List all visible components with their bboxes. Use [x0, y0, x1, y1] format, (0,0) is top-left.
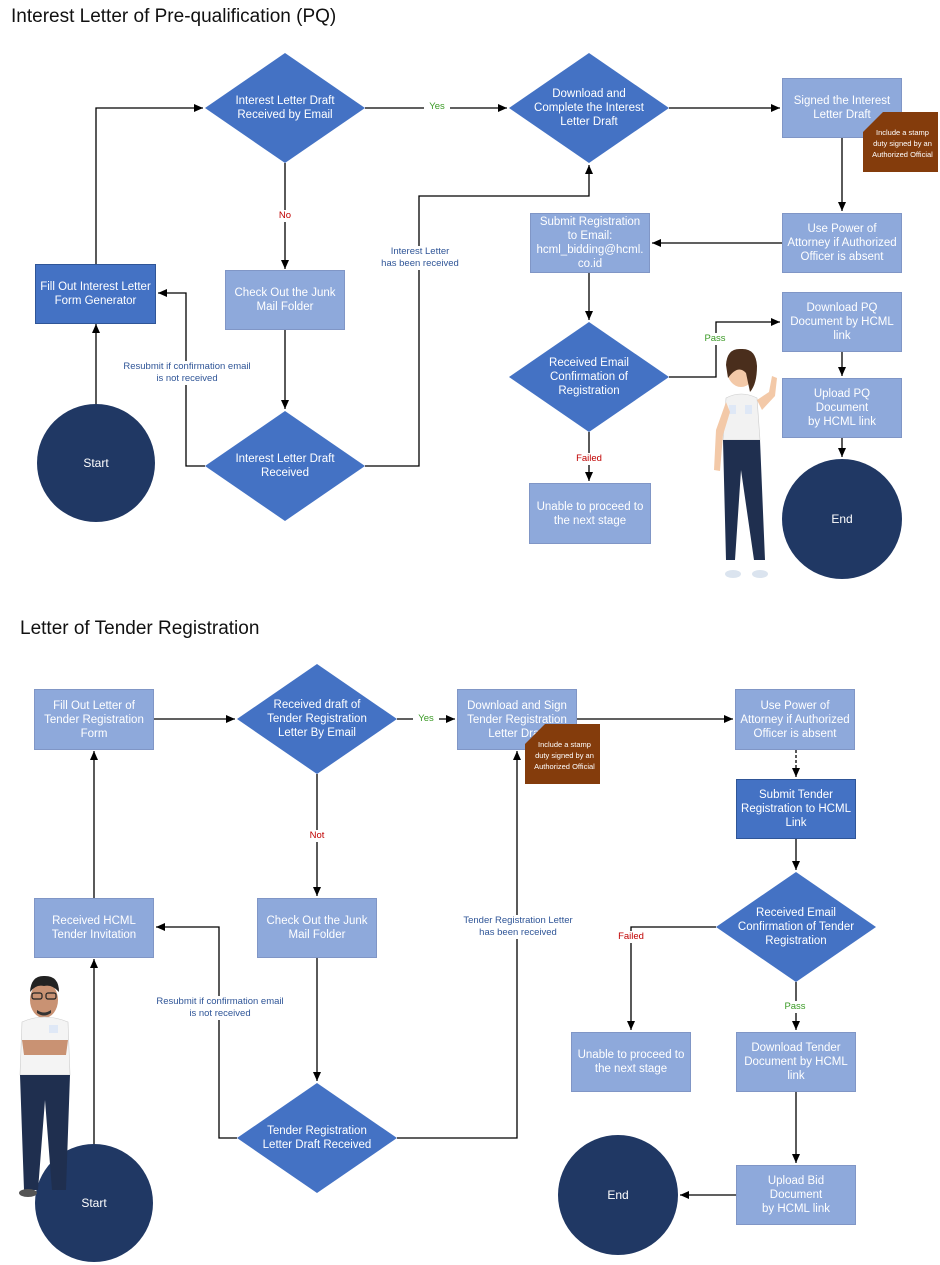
- tender-received-invitation-box: Received HCML Tender Invitation: [34, 898, 154, 958]
- diamond-pq-email-confirmation: [509, 322, 669, 432]
- conn-tender-resubmit: [156, 923, 237, 1139]
- tender-unable-box: Unable to proceed to the next stage: [571, 1032, 691, 1092]
- tender-section-title: Letter of Tender Registration: [20, 618, 260, 639]
- man-character-illustration: [19, 975, 71, 1197]
- pq-submit-registration-box: Submit Registration to Email: hcml_biddi…: [530, 213, 650, 273]
- tender-failed-label: Failed: [614, 931, 648, 943]
- pq-download-complete-text: Download and Complete the Interest Lette…: [534, 88, 644, 128]
- pq-draft-received-email-text: Interest Letter Draft Received by Email: [235, 95, 335, 121]
- diamond-tender-draft-received: [237, 1083, 397, 1193]
- pq-start-label: Start: [83, 456, 109, 470]
- circle-pq-end: [782, 459, 902, 579]
- tender-download-sign-box: Download and Sign Tender Registration Le…: [457, 689, 577, 750]
- pq-section-title: Interest Letter of Pre-qualification (PQ…: [11, 6, 337, 27]
- tender-resubmit-label: Resubmit if confirmation email is not re…: [145, 996, 295, 1020]
- circle-tender-end: [558, 1135, 678, 1255]
- conn-pq-pass: [669, 318, 780, 378]
- pq-download-pq-box: Download PQ Document by HCML link: [782, 292, 902, 352]
- conn-tender-received-download: [397, 751, 521, 1139]
- tender-draft-received-email-text: Received draft of Tender Registration Le…: [267, 699, 367, 739]
- pq-failed-label: Failed: [572, 453, 606, 465]
- pq-received-label: Interest Letter has been received: [370, 246, 470, 270]
- tender-download-tender-box: Download Tender Document by HCML link: [736, 1032, 856, 1092]
- woman-character-illustration: [714, 348, 777, 578]
- tender-check-junk-box: Check Out the Junk Mail Folder: [257, 898, 377, 958]
- tender-power-attorney-box: Use Power of Attorney if Authorized Offi…: [735, 689, 855, 750]
- circle-pq-start: [37, 404, 155, 522]
- tender-stamp-note: Include a stamp duty signed by an Author…: [525, 724, 600, 784]
- tender-fill-form-box: Fill Out Letter of Tender Registration F…: [34, 689, 154, 750]
- pq-end-label: End: [831, 512, 853, 526]
- conn-pq-fill-draft: [95, 104, 203, 264]
- conn-pq-received-download: [365, 165, 593, 467]
- pq-yes-label: Yes: [424, 101, 450, 113]
- diamond-tender-email-confirmation: [716, 872, 876, 982]
- pq-resubmit-label: Resubmit if confirmation email is not re…: [112, 361, 262, 385]
- conn-tender-failed: [627, 926, 716, 1030]
- diamond-tender-draft-received-email: [237, 664, 397, 774]
- pq-pass-label: Pass: [701, 333, 729, 345]
- tender-pass-label: Pass: [781, 1001, 809, 1013]
- pq-no-label: No: [273, 210, 297, 222]
- tender-no-label: Not: [303, 830, 331, 842]
- pq-upload-pq-box: Upload PQ Document by HCML link: [782, 378, 902, 438]
- pq-unable-box: Unable to proceed to the next stage: [529, 483, 651, 544]
- tender-start-label: Start: [81, 1196, 107, 1210]
- tender-received-label: Tender Registration Letter has been rece…: [450, 915, 586, 939]
- diamond-pq-draft-received: [205, 411, 365, 521]
- pq-fill-form-box: Fill Out Interest Letter Form Generator: [35, 264, 156, 324]
- pq-draft-received-text: Interest Letter Draft Received: [235, 453, 335, 479]
- diamond-pq-draft-received-email: [205, 53, 365, 163]
- pq-check-junk-box: Check Out the Junk Mail Folder: [225, 270, 345, 330]
- pq-power-attorney-box: Use Power of Attorney if Authorized Offi…: [782, 213, 902, 273]
- tender-upload-bid-box: Upload Bid Document by HCML link: [736, 1165, 856, 1225]
- tender-end-label: End: [607, 1188, 629, 1202]
- tender-yes-label: Yes: [413, 713, 439, 725]
- tender-email-confirmation-text: Received Email Confirmation of Tender Re…: [737, 907, 855, 947]
- tender-draft-received-text: Tender Registration Letter Draft Receive…: [262, 1125, 372, 1151]
- diamond-pq-download-complete: [509, 53, 669, 163]
- tender-submit-link-box: Submit Tender Registration to HCML Link: [736, 779, 856, 839]
- pq-stamp-note: Include a stamp duty signed by an Author…: [863, 112, 938, 172]
- pq-email-confirmation-text: Received Email Confirmation of Registrat…: [549, 357, 629, 397]
